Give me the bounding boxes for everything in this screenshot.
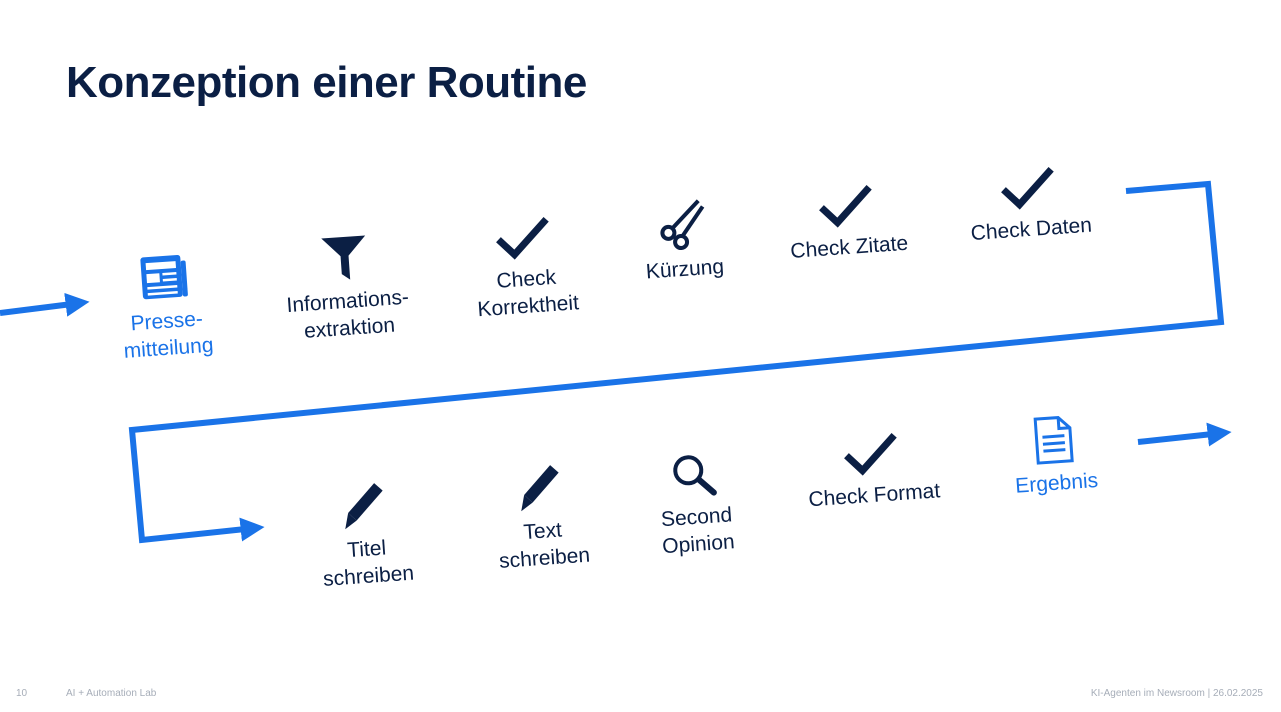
footer-event: KI-Agenten im Newsroom | 26.02.2025 (1090, 688, 1263, 699)
step-ergebnis: Ergebnis (952, 409, 1157, 504)
page-title: Konzeption einer Routine (66, 58, 587, 107)
entry-arrow (0, 292, 90, 317)
snake-connector (128, 180, 1225, 544)
step-titel-schreiben: Titel schreiben (262, 475, 469, 597)
step-informationsextraktion: Informations- extraktion (243, 227, 450, 349)
checkmark-icon (819, 184, 872, 228)
step-kuerzung: Kürzung (580, 191, 785, 290)
step-check-daten: Check Daten (927, 161, 1132, 250)
checkmark-icon (844, 432, 897, 476)
pen-icon (345, 483, 383, 530)
step-pressemitteilung: Presse- mitteilung (62, 247, 269, 369)
funnel-icon (321, 235, 366, 280)
step-check-format: Check Format (770, 427, 975, 516)
step-text-schreiben: Text schreiben (438, 457, 645, 579)
checkmark-icon (1001, 166, 1054, 210)
footer-lab: AI + Automation Lab (66, 688, 157, 699)
pen-icon (521, 465, 559, 512)
magnifier-icon (673, 455, 717, 496)
step-check-zitate: Check Zitate (745, 179, 950, 268)
page-number: 10 (16, 688, 28, 699)
scissors-icon (660, 199, 705, 251)
checkmark-icon (496, 216, 549, 260)
newspaper-icon (140, 254, 188, 300)
document-icon (1033, 416, 1074, 465)
step-second-opinion: Second Opinion (592, 445, 799, 565)
step-check-korrektheit: Check Korrektheit (422, 211, 629, 327)
exit-arrow (1137, 422, 1232, 447)
